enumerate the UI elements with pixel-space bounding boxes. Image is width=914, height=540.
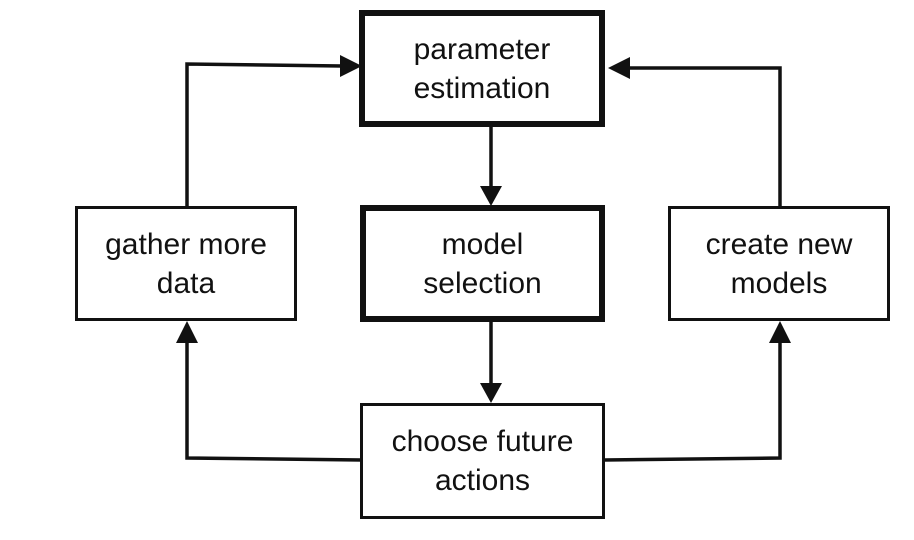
edge-gather-more-data-to-parameter-estimation [185, 62, 343, 207]
parameter-estimation-box: parameter estimation [359, 10, 605, 127]
arrowhead-up-icon [769, 321, 791, 343]
arrowhead-left-icon [608, 57, 630, 79]
model-selection-box: model selection [360, 205, 605, 322]
edge-choose-future-actions-to-create-new-models [603, 340, 782, 462]
create-new-models-box: create new models [668, 206, 890, 321]
parameter-estimation-label: parameter estimation [413, 32, 551, 105]
arrowhead-right-icon [340, 55, 362, 77]
arrowhead-down-icon [480, 186, 502, 206]
gather-more-data-box: gather more data [75, 206, 297, 321]
choose-future-actions-box: choose future actions [360, 403, 605, 519]
gather-more-data-label: gather more data [105, 227, 267, 300]
edge-choose-future-actions-to-gather-more-data [185, 340, 363, 462]
model-selection-label: model selection [423, 227, 542, 300]
create-new-models-label: create new models [705, 227, 853, 300]
arrowhead-down-icon [480, 383, 502, 403]
choose-future-actions-label: choose future actions [391, 425, 574, 497]
arrowhead-up-icon [176, 321, 198, 343]
edge-create-new-models-to-parameter-estimation [628, 66, 782, 207]
